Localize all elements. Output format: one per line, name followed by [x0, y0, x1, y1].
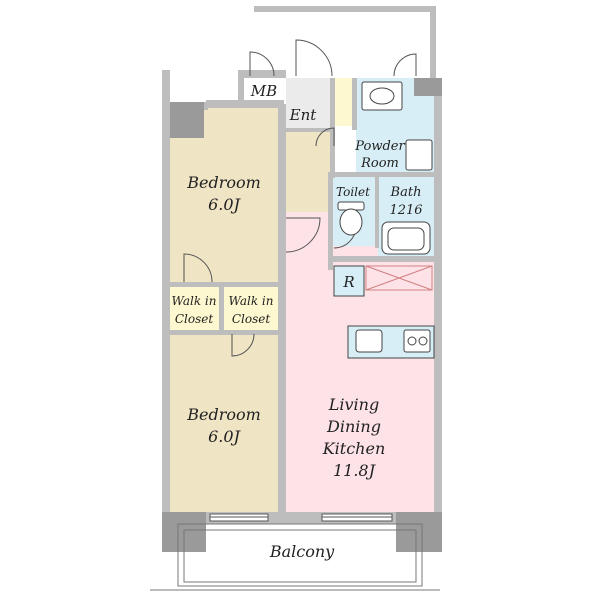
bathtub-inner — [387, 227, 425, 251]
storage-cross-box — [365, 265, 433, 291]
kitchen-sink-icon — [355, 329, 383, 353]
balcony-label: Balcony — [269, 542, 335, 561]
ldk-label-line4: 11.8J — [333, 461, 377, 480]
door-front — [295, 39, 333, 77]
burner-right-icon — [418, 336, 428, 346]
burner-left-icon — [407, 336, 417, 346]
wall-closet-bottom — [170, 330, 280, 335]
ldk-floor-upper — [285, 212, 330, 262]
wall-top-mid — [206, 100, 284, 108]
wall-bedroom-right — [278, 104, 286, 514]
wall-left-outer — [162, 70, 170, 552]
ldk-label-line2: Dining — [326, 417, 381, 436]
entrance-floor — [286, 78, 332, 128]
ldk-label-line1: Living — [328, 395, 379, 414]
wall-top-left-block — [170, 102, 204, 138]
wall-right-top-block — [414, 78, 442, 96]
mb-floor — [244, 78, 284, 104]
balcony-rail — [150, 523, 440, 591]
door-mb — [249, 51, 275, 77]
door-powder — [393, 53, 417, 77]
refrigerator-label: R — [342, 273, 354, 291]
bath-label-line1: Bath — [390, 185, 422, 200]
washer-pan — [405, 139, 433, 171]
walk-in-closet-right-label-line1: Walk in — [229, 294, 274, 308]
wall-bedroom-mid — [170, 282, 280, 287]
stove-icon — [403, 329, 431, 353]
door-bedroom-top — [183, 253, 213, 283]
bedroom-bottom-label-line2: 6.0J — [208, 427, 241, 446]
refrigerator-floor — [334, 266, 364, 296]
walk-in-closet-left-label-line2: Closet — [175, 312, 214, 326]
storage-cross-b — [365, 265, 433, 291]
balcony-outline-inner — [183, 529, 417, 583]
powder-room-label-line2: Room — [360, 156, 399, 171]
entrance-label: Ent — [289, 106, 318, 124]
ldk-floor — [285, 212, 435, 514]
walk-in-closet-right-floor — [224, 286, 278, 331]
walk-in-closet-left-label-line1: Walk in — [172, 294, 217, 308]
fixtures — [333, 81, 435, 359]
room-labels: MB Ent Powder Room Toilet Bath 1216 R Be… — [172, 82, 423, 561]
windows — [209, 513, 393, 522]
bedroom-top-label-line1: Bedroom — [186, 173, 261, 192]
wall-top-outer-right — [430, 6, 436, 78]
bedroom-bottom-floor — [168, 334, 278, 514]
bath-label-line2: 1216 — [389, 203, 422, 218]
hallway-floor — [285, 130, 330, 212]
walk-in-closet-left-floor — [168, 286, 219, 331]
mb-label: MB — [250, 82, 277, 100]
balcony-outline — [177, 523, 423, 587]
wall-bottom-right — [396, 512, 442, 552]
door-hall-closet — [315, 127, 335, 147]
wall-entrance-step — [286, 128, 332, 132]
toilet-label: Toilet — [336, 185, 370, 199]
wall-top-outer — [254, 6, 436, 12]
door-ldk — [285, 217, 321, 253]
wall-mb-top — [238, 70, 286, 78]
room-floors — [168, 78, 435, 584]
bedroom-bottom-label-line1: Bedroom — [186, 405, 261, 424]
sink-basin-icon — [369, 87, 395, 105]
refrigerator-space — [333, 265, 365, 297]
wall-toilet-bath — [375, 172, 379, 248]
wall-wet-top — [330, 172, 434, 177]
powder-room-label-line1: Powder — [354, 139, 405, 154]
toilet-bowl-icon — [339, 208, 363, 236]
wall-wet-bottom — [330, 256, 434, 262]
ldk-label-line3: Kitchen — [322, 439, 386, 458]
wall-powder-left — [352, 78, 357, 130]
wall-closet-mid — [219, 286, 224, 332]
door-bedroom-bottom — [231, 333, 255, 357]
walk-in-closet-right-label-line2: Closet — [232, 312, 271, 326]
bedroom-top-label-line2: 6.0J — [208, 195, 241, 214]
wall-mb-left — [238, 70, 244, 104]
balcony-floor — [182, 524, 418, 584]
wall-right-outer — [434, 78, 442, 552]
wall-wet-left — [328, 172, 333, 270]
entrance-closet-floor — [334, 78, 354, 126]
